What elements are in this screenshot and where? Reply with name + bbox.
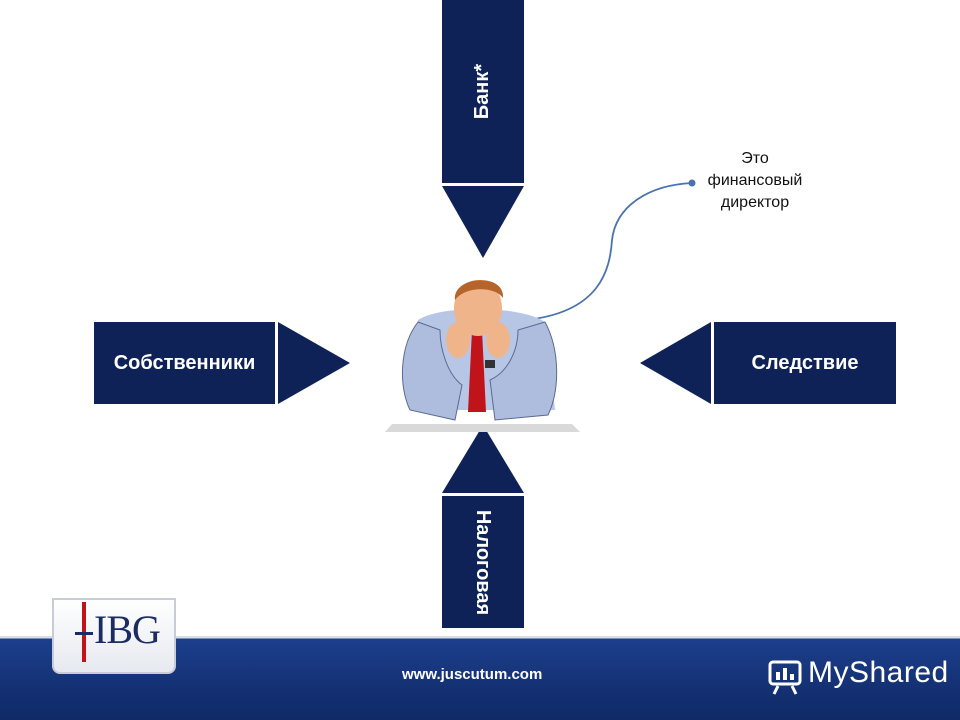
ibg-logo-mark-icon xyxy=(75,602,93,662)
callout-dot xyxy=(688,179,696,187)
callout-line-1: Это xyxy=(741,150,769,167)
top-box-bank: Банк* xyxy=(442,0,524,183)
top-arrowhead xyxy=(442,186,524,258)
ibg-logo-panel xyxy=(52,598,176,674)
right-box-investigation: Следствие xyxy=(714,322,896,404)
right-box-label: Следствие xyxy=(751,351,859,374)
myshared-brand-text: MyShared xyxy=(808,656,949,689)
callout-connector xyxy=(525,182,693,321)
footer-url[interactable]: www.juscutum.com xyxy=(402,666,543,683)
stressed-man-illustration xyxy=(385,280,580,432)
right-arrowhead xyxy=(640,322,711,404)
callout-line-3: директор xyxy=(720,194,790,211)
callout-text: Это финансовый директор xyxy=(690,148,820,214)
left-box-owners: Собственники xyxy=(94,322,275,404)
bottom-arrowhead xyxy=(442,425,524,493)
left-box-label: Собственники xyxy=(113,351,256,374)
left-arrowhead xyxy=(278,322,350,404)
bottom-box-tax: Налоговая xyxy=(442,496,524,628)
myshared-logo-icon xyxy=(768,660,802,695)
callout-line-2: финансовый xyxy=(707,172,803,189)
ibg-logo-text: IBG xyxy=(94,607,161,652)
